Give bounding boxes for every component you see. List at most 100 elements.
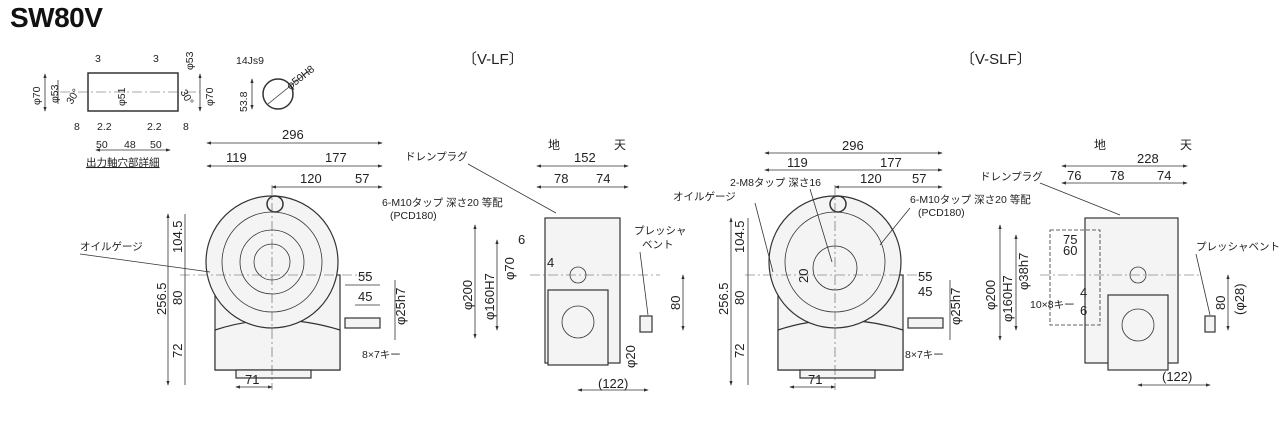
dimension-label: 78: [554, 171, 568, 186]
dimension-label: 20: [796, 269, 811, 283]
dimension-label: 78: [1110, 168, 1124, 183]
dimension-label: 30°: [64, 87, 82, 107]
dimension-label: 55: [918, 269, 932, 284]
dimension-label: 57: [912, 171, 926, 186]
keyway-detail: 14Js9 53.8 φ50H8: [236, 55, 317, 112]
view-label-vlf: 〔V-LF〕: [462, 51, 524, 68]
view-label-vslf: 〔V-SLF〕: [960, 51, 1032, 68]
dimension-label: 296: [842, 138, 864, 153]
dimension-label: 296: [282, 127, 304, 142]
dimension-label: φ25h7: [948, 288, 963, 325]
dimension-label: (122): [1162, 369, 1192, 384]
dimension-label: 3: [153, 53, 159, 65]
dimension-label: 71: [245, 372, 259, 387]
dimension-label: 228: [1137, 151, 1159, 166]
dimension-label: 119: [226, 150, 247, 165]
dimension-label: 8: [74, 121, 80, 133]
dimension-label: 6: [1080, 303, 1087, 318]
dimension-label: φ200: [983, 280, 998, 310]
bore-detail-caption: 出力軸穴部詳細: [86, 156, 160, 169]
dimension-label: 10×8キー: [1030, 299, 1075, 311]
dimension-label: φ25h7: [393, 288, 408, 325]
dimension-label: 74: [1157, 168, 1171, 183]
dimension-label: 120: [860, 171, 882, 186]
dimension-label: 4: [1080, 285, 1087, 300]
dimension-label: φ70: [31, 86, 43, 105]
dimension-label: (PCD180): [390, 210, 437, 222]
dimension-label: 152: [574, 150, 596, 165]
dimension-label: ドレンプラグ: [405, 150, 468, 163]
dimension-label: 14Js9: [236, 55, 264, 67]
dimension-label: 45: [918, 284, 932, 299]
dimension-label: 120: [300, 171, 322, 186]
side-view-vlf: 地 天 152 78 74 ドレンプラグ プレッシャ ベント 6 4 φ70 φ…: [405, 138, 687, 392]
dimension-label: φ50H8: [284, 63, 317, 92]
dimension-label: プレッシャベント: [1196, 241, 1280, 253]
dimension-label: (122): [598, 376, 628, 391]
dimension-label: 天: [1180, 138, 1192, 152]
dimension-label: 80: [1213, 296, 1228, 310]
dimension-label: 71: [808, 372, 822, 387]
dimension-label: 8×7キー: [362, 349, 401, 361]
front-view-vlf: 296 119 177 120 57 6-M10タップ 深さ20 等配 (PCD…: [79, 127, 503, 390]
dimension-label: オイルゲージ: [673, 191, 736, 203]
dimension-label: 3: [95, 53, 101, 65]
dimension-label: 80: [732, 291, 747, 305]
dimension-label: (PCD180): [918, 207, 965, 219]
side-view-vslf: 地 天 228 76 78 74 ドレンプラグ プレッシャベント 75 60 φ…: [980, 138, 1280, 387]
dimension-label: 50: [150, 139, 162, 151]
dimension-label: φ160H7: [1000, 275, 1015, 322]
dimension-label: 50: [96, 139, 108, 151]
dimension-label: φ53: [49, 84, 61, 103]
dimension-label: φ200: [460, 280, 475, 310]
dimension-label: 8: [183, 121, 189, 133]
dimension-label: 2.2: [147, 121, 162, 133]
dimension-label: 6: [518, 232, 525, 247]
dimension-label: 72: [170, 344, 185, 358]
dimension-label: 256.5: [716, 282, 731, 315]
front-view-vslf: 296 119 177 120 57 2-M8タップ 深さ16 オイルゲージ 6…: [673, 138, 1031, 390]
dimension-label: 45: [358, 289, 372, 304]
model-title: SW80V: [10, 2, 103, 33]
dimension-label: 57: [355, 171, 369, 186]
bore-detail: 3 3 φ53 φ70 φ53 30° φ51 30° φ70 8 2.2 2.…: [31, 51, 216, 169]
dimension-label: 2.2: [97, 121, 112, 133]
dimension-label: φ70: [204, 87, 216, 106]
dimension-label: 6-M10タップ 深さ20 等配: [382, 196, 503, 209]
dimension-label: 72: [732, 344, 747, 358]
dimension-label: 74: [596, 171, 610, 186]
dimension-label: 天: [614, 138, 626, 152]
dimension-label: 76: [1067, 168, 1081, 183]
dimension-label: φ38h7: [1016, 253, 1031, 290]
dimension-label: プレッシャ: [634, 225, 687, 237]
dimension-label: φ70: [502, 257, 517, 280]
dimension-label: 104.5: [170, 220, 185, 253]
dimension-label: 48: [124, 139, 136, 151]
dimension-label: ベント: [642, 239, 674, 251]
dimension-label: 60: [1063, 243, 1077, 258]
dimension-label: 177: [880, 155, 902, 170]
dimension-label: 53.8: [238, 91, 250, 112]
dimension-label: オイルゲージ: [80, 241, 143, 253]
dimension-label: 4: [547, 255, 554, 270]
dimension-label: ドレンプラグ: [980, 170, 1043, 183]
dimension-label: φ160H7: [482, 273, 497, 320]
dimension-label: (φ28): [1232, 283, 1247, 315]
dimension-label: 55: [358, 269, 372, 284]
dimension-label: 177: [325, 150, 347, 165]
dimension-label: 地: [548, 138, 560, 152]
dimension-label: 30°: [177, 88, 195, 108]
dimension-label: 256.5: [154, 282, 169, 315]
dimension-label: 80: [170, 291, 185, 305]
dimension-label: φ20: [623, 345, 638, 368]
dimension-label: 2-M8タップ 深さ16: [730, 177, 821, 189]
dimension-label: 6-M10タップ 深さ20 等配: [910, 193, 1031, 206]
dimension-label: φ51: [116, 87, 128, 106]
dimension-label: 119: [787, 155, 808, 170]
dimension-label: 地: [1094, 138, 1106, 152]
dimension-label: φ53: [184, 51, 196, 70]
dimension-label: 75: [1063, 232, 1077, 247]
dimension-label: 104.5: [732, 220, 747, 253]
dimension-label: 8×7キー: [905, 349, 944, 361]
